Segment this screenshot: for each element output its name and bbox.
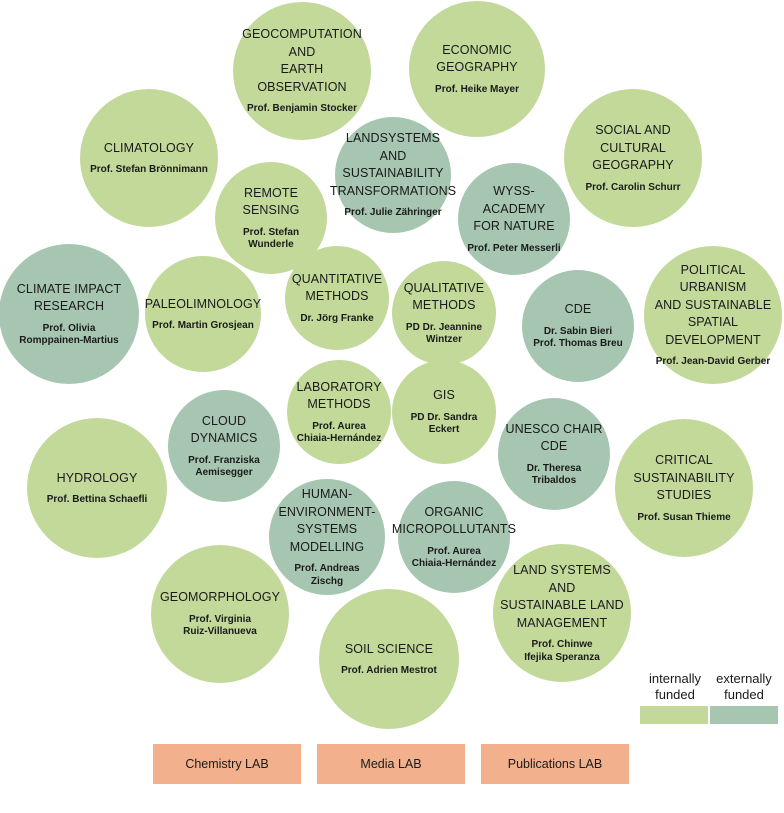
unit-professor: Prof. Virginia Ruiz-Villanueva [183, 613, 257, 638]
unit-professor: Prof. Chinwe Ifejika Speranza [524, 639, 600, 663]
unit-circle: CLIMATOLOGY Prof. Stefan Brönnimann [80, 89, 218, 227]
unit-circle: LANDSYSTEMS AND SUSTAINABILITY TRANSFORM… [330, 117, 456, 233]
unit-name: ORGANIC MICROPOLLUTANTS [391, 504, 517, 537]
unit-name: GEOCOMPUTATION AND EARTH OBSERVATION [242, 27, 362, 94]
lab-chemistry: Chemistry LAB [153, 744, 301, 784]
unit-professor: Dr. Sabin Bieri Prof. Thomas Breu [533, 325, 623, 350]
unit-name: HYDROLOGY [56, 470, 138, 485]
unit-circle: LABORATORY METHODS Prof. Aurea Chiaia-Her… [287, 360, 391, 464]
unit-name: LABORATORY METHODS [296, 379, 382, 412]
legend-external-label: externally funded [716, 671, 772, 702]
unit-name: POLITICAL URBANISM AND SUSTAINABLE SPATI… [654, 262, 772, 347]
unit-professor: Prof. Andreas Zischg [294, 563, 360, 587]
unit-name: QUALITATIVE METHODS [403, 280, 485, 313]
unit-name: CDE [564, 302, 592, 317]
unit-circle: ECONOMIC GEOGRAPHY Prof. Heike Mayer [409, 1, 545, 137]
unit-circle: GEOMORPHOLOGY Prof. Virginia Ruiz-Villanu… [151, 545, 289, 683]
lab-publications: Publications LAB [481, 744, 629, 784]
unit-circle: ORGANIC MICROPOLLUTANTS Prof. Aurea Chiai… [392, 481, 516, 593]
unit-professor: Prof. Stefan Wunderle [242, 226, 300, 251]
unit-professor: Prof. Bettina Schaefli [46, 494, 148, 505]
unit-circle: QUALITATIVE METHODS PD Dr. Jeannine Wintz… [392, 261, 496, 365]
unit-circle: SOCIAL AND CULTURAL GEOGRAPHY Prof. Carol… [564, 89, 702, 227]
unit-circle: GEOCOMPUTATION AND EARTH OBSERVATION Prof… [233, 2, 371, 140]
unit-circle: LAND SYSTEMS AND SUSTAINABLE LAND MANAGE… [493, 544, 631, 682]
unit-professor: Prof. Franziska Aemisegger [188, 454, 260, 479]
unit-name: WYSS-ACADEMY FOR NATURE [473, 184, 555, 233]
unit-name: CLIMATOLOGY [103, 140, 195, 155]
legend-external-swatch [710, 706, 778, 724]
unit-professor: Prof. Aurea Chiaia-Hernández [411, 545, 497, 570]
unit-name: LAND SYSTEMS AND SUSTAINABLE LAND MANAGE… [500, 563, 624, 630]
unit-circle: WYSS-ACADEMY FOR NATURE Prof. Peter Messe… [458, 163, 570, 275]
unit-name: SOIL SCIENCE [344, 641, 434, 656]
unit-name: ECONOMIC GEOGRAPHY [436, 42, 518, 75]
unit-circle: CLIMATE IMPACT RESEARCH Prof. Olivia Romp… [0, 244, 139, 384]
unit-circle: HYDROLOGY Prof. Bettina Schaefli [27, 418, 167, 558]
unit-circle: SOIL SCIENCE Prof. Adrien Mestrot [319, 589, 459, 729]
unit-name: GEOMORPHOLOGY [159, 590, 281, 605]
unit-professor: Dr. Jörg Franke [300, 312, 374, 324]
unit-name: SOCIAL AND CULTURAL GEOGRAPHY [592, 123, 674, 172]
unit-professor: Prof. Adrien Mestrot [341, 665, 437, 676]
unit-name: LANDSYSTEMS AND SUSTAINABILITY TRANSFORM… [329, 131, 457, 198]
lab-media: Media LAB [317, 744, 465, 784]
unit-circle: CRITICAL SUSTAINABILITY STUDIES Prof. Sus… [615, 419, 753, 557]
unit-professor: Prof. Carolin Schurr [585, 181, 681, 193]
unit-professor: Prof. Benjamin Stocker [246, 103, 358, 115]
unit-name: PALEOLIMNOLOGY [144, 296, 262, 311]
unit-professor: Prof. Susan Thieme [637, 511, 731, 523]
unit-name: GIS [433, 388, 455, 403]
unit-name: CLOUD DYNAMICS [190, 413, 258, 446]
unit-circle: CLOUD DYNAMICS Prof. Franziska Aemisegger [168, 390, 280, 502]
legend-internal-label: internally funded [648, 671, 702, 702]
unit-circle: CDE Dr. Sabin Bieri Prof. Thomas Breu [522, 270, 634, 382]
unit-professor: Dr. Theresa Tribaldos [526, 462, 582, 487]
unit-name: REMOTE SENSING [242, 185, 300, 218]
unit-professor: Prof. Julie Zähringer [344, 207, 442, 219]
unit-circle: QUANTITATIVE METHODS Dr. Jörg Franke [285, 246, 389, 350]
unit-professor: Prof. Peter Messerli [467, 242, 561, 254]
unit-circle: UNESCO CHAIR CDE Dr. Theresa Tribaldos [498, 398, 610, 510]
unit-circle: PALEOLIMNOLOGY Prof. Martin Grosjean [145, 256, 261, 372]
unit-professor: Prof. Aurea Chiaia-Hernández [296, 420, 382, 445]
unit-name: HUMAN- ENVIRONMENT- SYSTEMS MODELLING [278, 487, 376, 554]
unit-professor: Prof. Martin Grosjean [152, 320, 254, 331]
unit-professor: Prof. Heike Mayer [435, 83, 519, 95]
legend-internal-swatch [640, 706, 708, 724]
unit-professor: Prof. Olivia Romppainen-Martius [19, 322, 119, 347]
unit-professor: Prof. Stefan Brönnimann [90, 164, 208, 175]
unit-name: CLIMATE IMPACT RESEARCH [16, 281, 122, 314]
unit-professor: PD Dr. Sandra Eckert [410, 411, 478, 436]
unit-professor: PD Dr. Jeannine Wintzer [405, 321, 483, 346]
unit-name: CRITICAL SUSTAINABILITY STUDIES [633, 453, 735, 502]
unit-name: UNESCO CHAIR CDE [505, 421, 603, 454]
unit-circle: GIS PD Dr. Sandra Eckert [392, 360, 496, 464]
unit-circle: POLITICAL URBANISM AND SUSTAINABLE SPATI… [644, 246, 782, 384]
unit-circle: HUMAN- ENVIRONMENT- SYSTEMS MODELLING Pro… [269, 479, 385, 595]
unit-name: QUANTITATIVE METHODS [291, 271, 383, 304]
unit-professor: Prof. Jean-David Gerber [655, 356, 771, 367]
